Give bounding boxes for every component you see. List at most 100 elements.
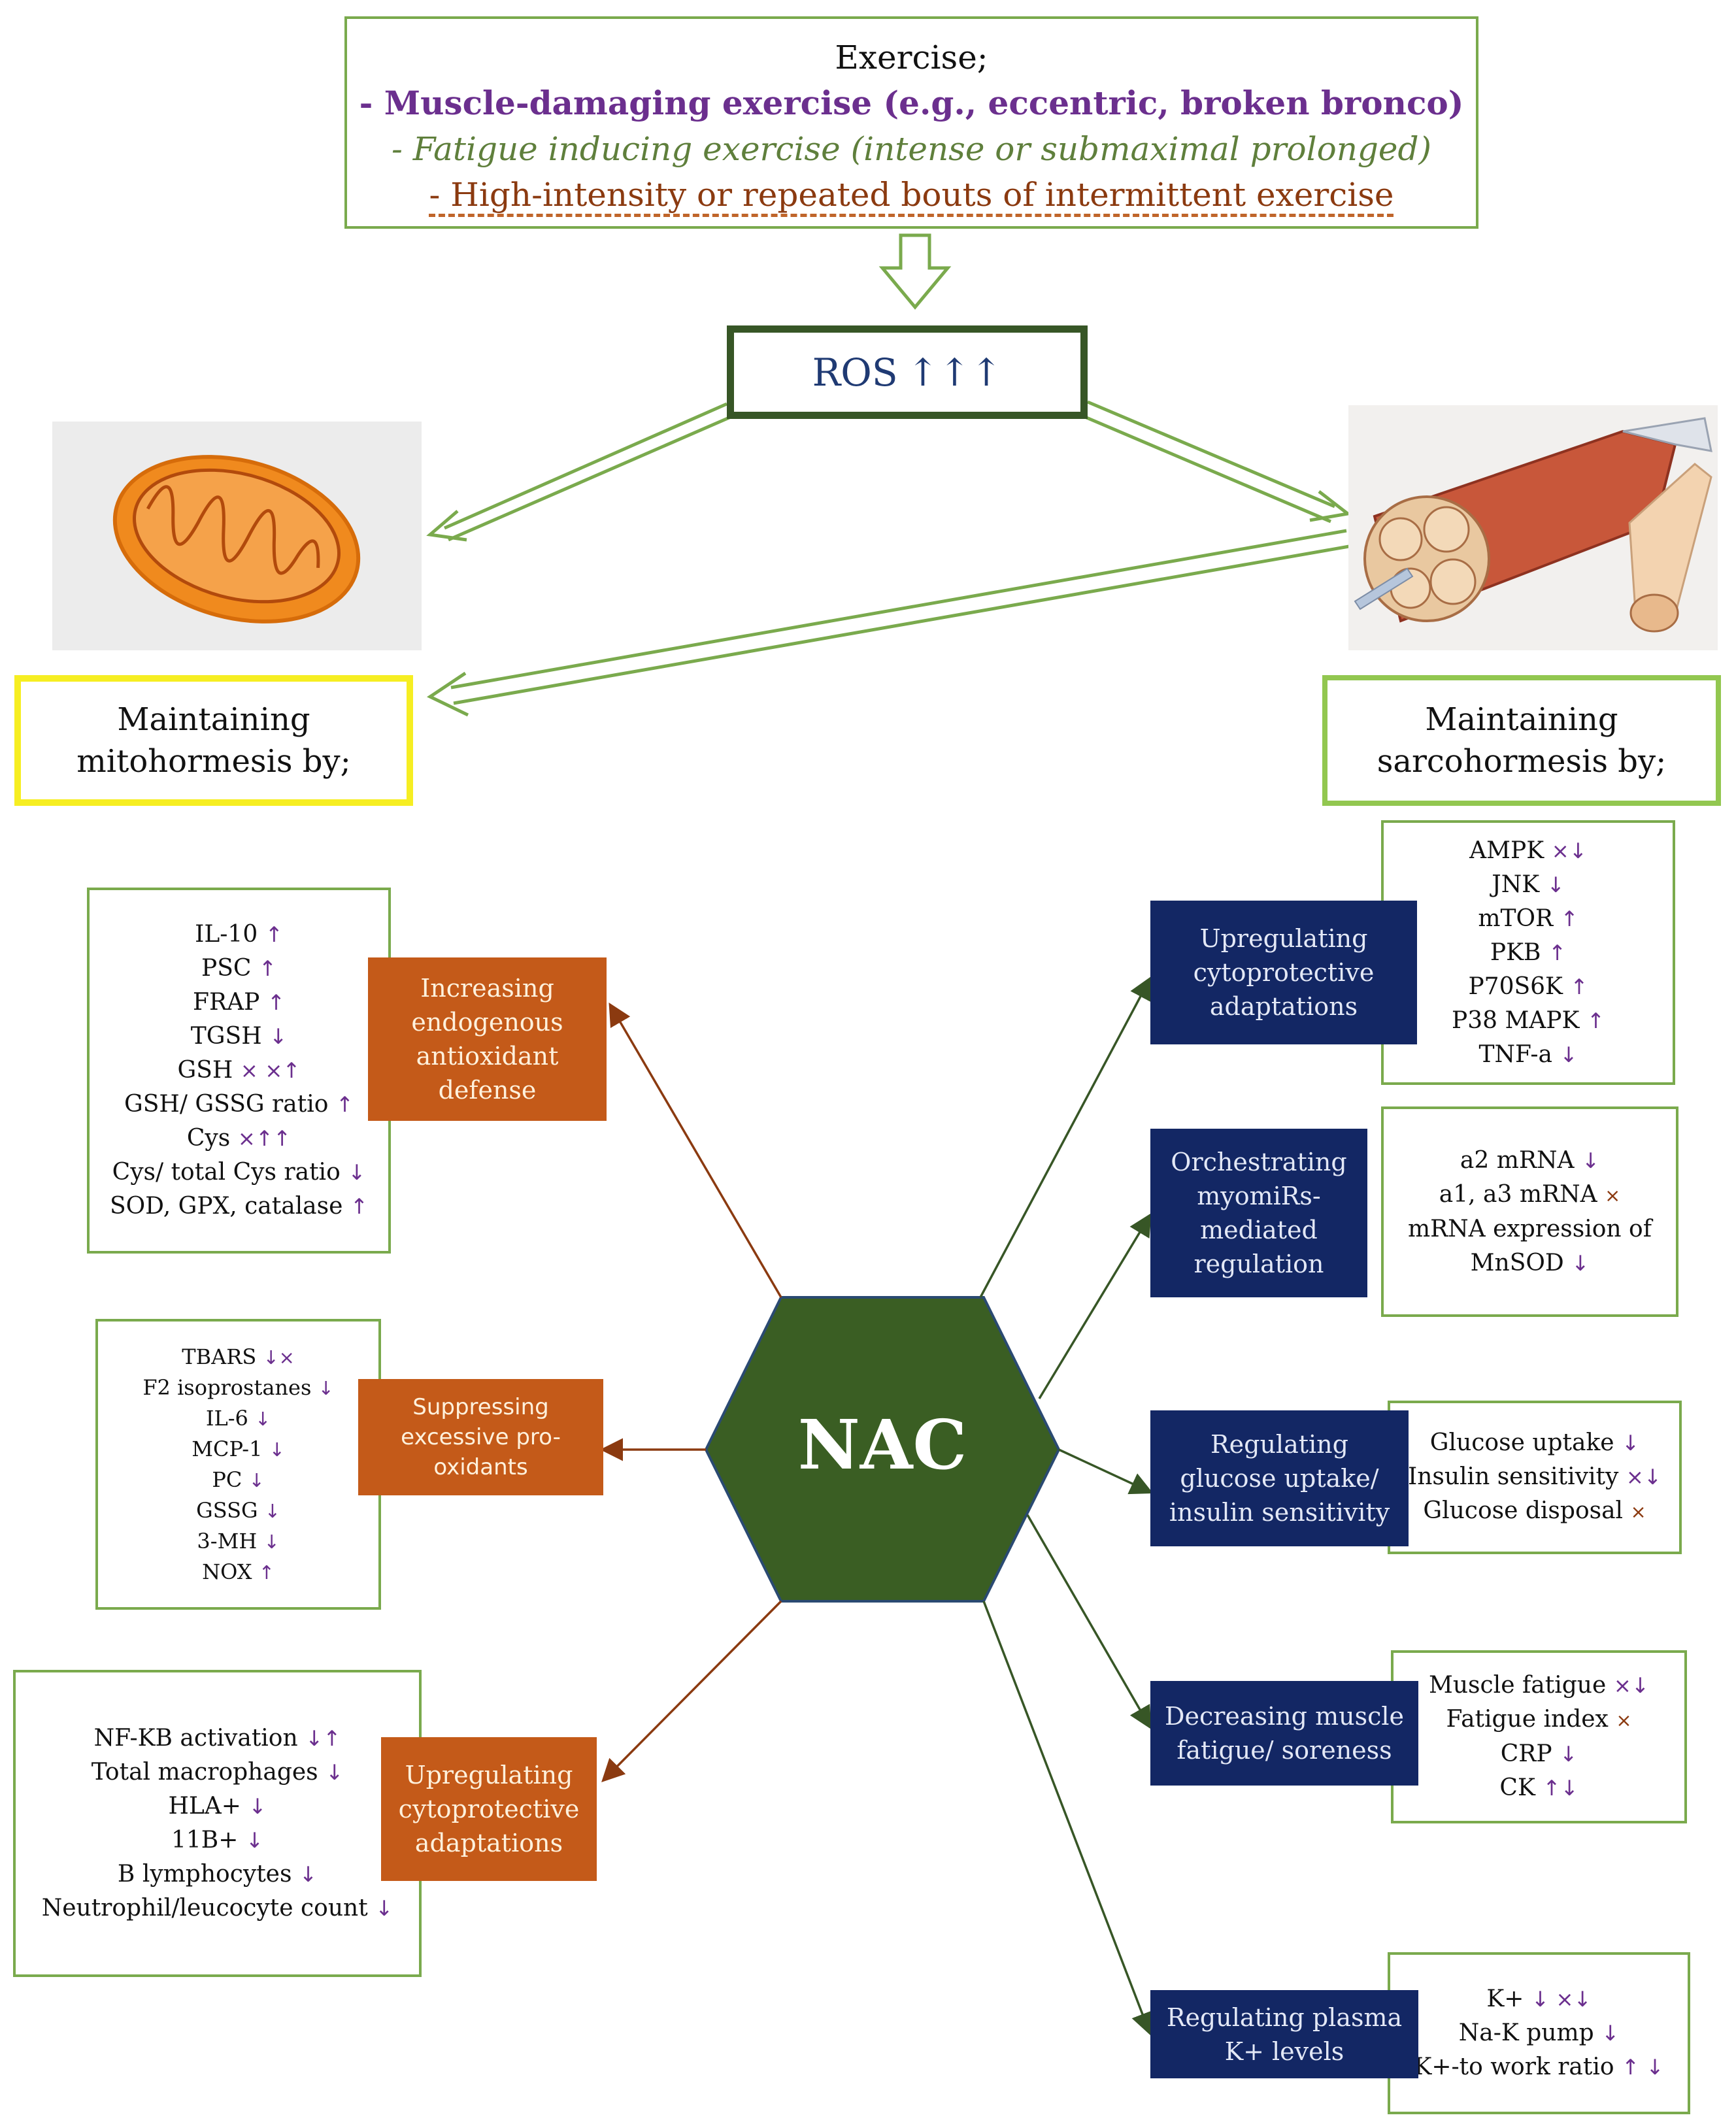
marker-item: Neutrophil/leucocyte count ↓ — [41, 1895, 393, 1921]
ros-to-muscle-arrow — [1087, 400, 1335, 508]
category-label-line: endogenous — [411, 1008, 563, 1037]
category-label-line: K+ levels — [1224, 2037, 1344, 2066]
mrna-markers-box: a2 mRNA ↓ a1, a3 mRNA × mRNA expression … — [1381, 1106, 1678, 1317]
category-label-line: fatigue/ soreness — [1177, 1736, 1392, 1765]
marker-item: IL-6 ↓ — [205, 1405, 271, 1431]
marker-item: SOD, GPX, catalase ↑ — [109, 1193, 369, 1220]
prooxidant-markers-box: TBARS ↓× F2 isoprostanes ↓ IL-6 ↓ MCP-1 … — [95, 1319, 381, 1610]
category-orchestrating-myomirs: Orchestrating myomiRs- mediated regulati… — [1150, 1129, 1367, 1297]
category-label-line: myomiRs- — [1197, 1182, 1321, 1210]
marker-item: TBARS ↓× — [182, 1344, 295, 1369]
down-block-arrow — [878, 233, 952, 310]
marker-item: NOX ↑ — [202, 1559, 275, 1584]
category-label-line: Regulating plasma — [1166, 2003, 1403, 2032]
category-label-line: Regulating — [1210, 1430, 1348, 1459]
maintaining-mitohormesis-line1: Maintaining — [117, 701, 310, 738]
category-right-upregulating-cytoprotective: Upregulating cytoprotective adaptations — [1150, 901, 1417, 1044]
immune-markers-box: NF-KB activation ↓↑ Total macrophages ↓ … — [13, 1670, 422, 1977]
category-label-line: adaptations — [414, 1829, 563, 1857]
ros-label: ROS — [812, 350, 898, 395]
marker-item: Glucose uptake ↓ — [1429, 1429, 1640, 1456]
exercise-line-fatigue: - Fatigue inducing exercise (intense or … — [391, 130, 1431, 168]
marker-item: F2 isoprostanes ↓ — [142, 1374, 334, 1400]
nac-to-right-cytoprotective-arrow — [979, 976, 1152, 1298]
potassium-markers-box: K+ ↓ ×↓ Na-K pump ↓ K+-to work ratio ↑ ↓ — [1388, 1952, 1690, 2114]
nac-to-fatigue-arrow — [1026, 1514, 1152, 1730]
marker-item: Muscle fatigue ×↓ — [1429, 1672, 1649, 1699]
nac-to-potassium-arrow — [982, 1601, 1154, 2036]
antioxidant-markers-box: IL-10 ↑ PSC ↑ FRAP ↑ TGSH ↓ GSH × ×↑ GSH… — [87, 888, 391, 1254]
category-label-line: Suppressing — [412, 1394, 549, 1420]
category-label-line: mediated — [1200, 1216, 1318, 1244]
marker-item: PC ↓ — [212, 1467, 265, 1492]
category-label-line: adaptations — [1209, 992, 1358, 1021]
maintaining-mitohormesis-line2: mitohormesis by; — [76, 743, 351, 780]
marker-item: mTOR ↑ — [1478, 905, 1578, 932]
marker-item: a2 mRNA ↓ — [1460, 1146, 1600, 1174]
marker-item: JNK ↓ — [1492, 871, 1565, 898]
marker-item: NF-KB activation ↓↑ — [93, 1725, 341, 1752]
category-regulating-glucose: Regulating glucose uptake/ insulin sensi… — [1150, 1410, 1409, 1546]
category-label-line: excessive pro- — [401, 1424, 561, 1450]
ros-up-arrows: ↑↑↑ — [907, 350, 1003, 395]
category-suppressing-prooxidants: Suppressing excessive pro- oxidants — [358, 1379, 603, 1495]
category-label-line: antioxidant — [416, 1042, 559, 1071]
maintaining-sarcohormesis-line2: sarcohormesis by; — [1377, 743, 1667, 780]
marker-item: 11B+ ↓ — [171, 1827, 264, 1854]
category-label-line: Orchestrating — [1171, 1148, 1347, 1176]
marker-item: P38 MAPK ↑ — [1451, 1006, 1605, 1034]
marker-item: IL-10 ↑ — [195, 921, 283, 948]
category-label-line: insulin sensitivity — [1169, 1498, 1390, 1527]
nac-to-myomirs-arrow — [1038, 1213, 1152, 1399]
maintaining-mitohormesis-box: Maintaining mitohormesis by; — [14, 675, 413, 806]
marker-item: Cys ×↑↑ — [186, 1125, 292, 1152]
marker-item: CK ↑↓ — [1499, 1774, 1578, 1801]
marker-item: HLA+ ↓ — [168, 1793, 267, 1820]
nac-to-glucose-arrow — [1058, 1448, 1154, 1495]
exercise-title: Exercise; — [835, 39, 988, 76]
category-regulating-potassium: Regulating plasma K+ levels — [1150, 1990, 1418, 2078]
muscle-to-mito-arrow — [450, 529, 1347, 690]
marker-item: Na-K pump ↓ — [1458, 2020, 1620, 2046]
marker-item: TGSH ↓ — [190, 1023, 288, 1050]
marker-item: PSC ↑ — [201, 955, 277, 982]
exercise-box: Exercise; - Muscle-damaging exercise (e.… — [344, 16, 1478, 229]
marker-item: K+ ↓ ×↓ — [1486, 1986, 1592, 2012]
marker-item: Cys/ total Cys ratio ↓ — [112, 1159, 366, 1186]
category-decreasing-fatigue: Decreasing muscle fatigue/ soreness — [1150, 1681, 1418, 1786]
marker-item: TNF-a ↓ — [1478, 1040, 1578, 1068]
category-left-upregulating-cytoprotective: Upregulating cytoprotective adaptations — [381, 1737, 597, 1881]
marker-item: Total macrophages ↓ — [91, 1759, 344, 1786]
marker-item: P70S6K ↑ — [1468, 973, 1588, 1000]
glucose-markers-box: Glucose uptake ↓ Insulin sensitivity ×↓ … — [1388, 1401, 1682, 1554]
muscle-fiber-illustration — [1348, 405, 1718, 650]
category-label-line: Decreasing muscle — [1164, 1702, 1404, 1731]
marker-item: MnSOD ↓ — [1470, 1249, 1590, 1276]
nac-label: NAC — [797, 1404, 967, 1485]
mitochondrion-illustration — [52, 422, 422, 650]
exercise-line-muscle-damaging: - Muscle-damaging exercise (e.g., eccent… — [359, 84, 1464, 122]
marker-item: AMPK ×↓ — [1469, 837, 1587, 864]
marker-item: mRNA expression of — [1407, 1215, 1652, 1242]
marker-item: B lymphocytes ↓ — [117, 1861, 318, 1887]
nac-to-left-cytoprotective-arrow — [601, 1600, 782, 1782]
marker-item: MCP-1 ↓ — [192, 1436, 285, 1461]
category-increasing-antioxidant-defense: Increasing endogenous antioxidant defens… — [368, 957, 607, 1121]
ros-box: ROS ↑↑↑ — [727, 325, 1088, 419]
marker-item: Insulin sensitivity ×↓ — [1407, 1463, 1662, 1490]
category-label-line: Upregulating — [1199, 924, 1368, 953]
marker-item: CRP ↓ — [1500, 1740, 1578, 1767]
maintaining-sarcohormesis-line1: Maintaining — [1425, 701, 1618, 738]
marker-item: FRAP ↑ — [193, 989, 285, 1016]
category-label-line: cytoprotective — [1193, 958, 1375, 987]
category-label-line: oxidants — [433, 1454, 528, 1480]
category-label-line: glucose uptake/ — [1180, 1464, 1379, 1493]
fatigue-markers-box: Muscle fatigue ×↓ Fatigue index × CRP ↓ … — [1391, 1650, 1687, 1823]
category-label-line: Increasing — [420, 974, 554, 1003]
marker-item: Fatigue index × — [1446, 1706, 1632, 1733]
category-label-line: Upregulating — [405, 1761, 573, 1789]
marker-item: a1, a3 mRNA × — [1439, 1180, 1621, 1208]
category-label-line: regulation — [1194, 1250, 1324, 1278]
ros-to-mito-arrow — [443, 402, 728, 530]
